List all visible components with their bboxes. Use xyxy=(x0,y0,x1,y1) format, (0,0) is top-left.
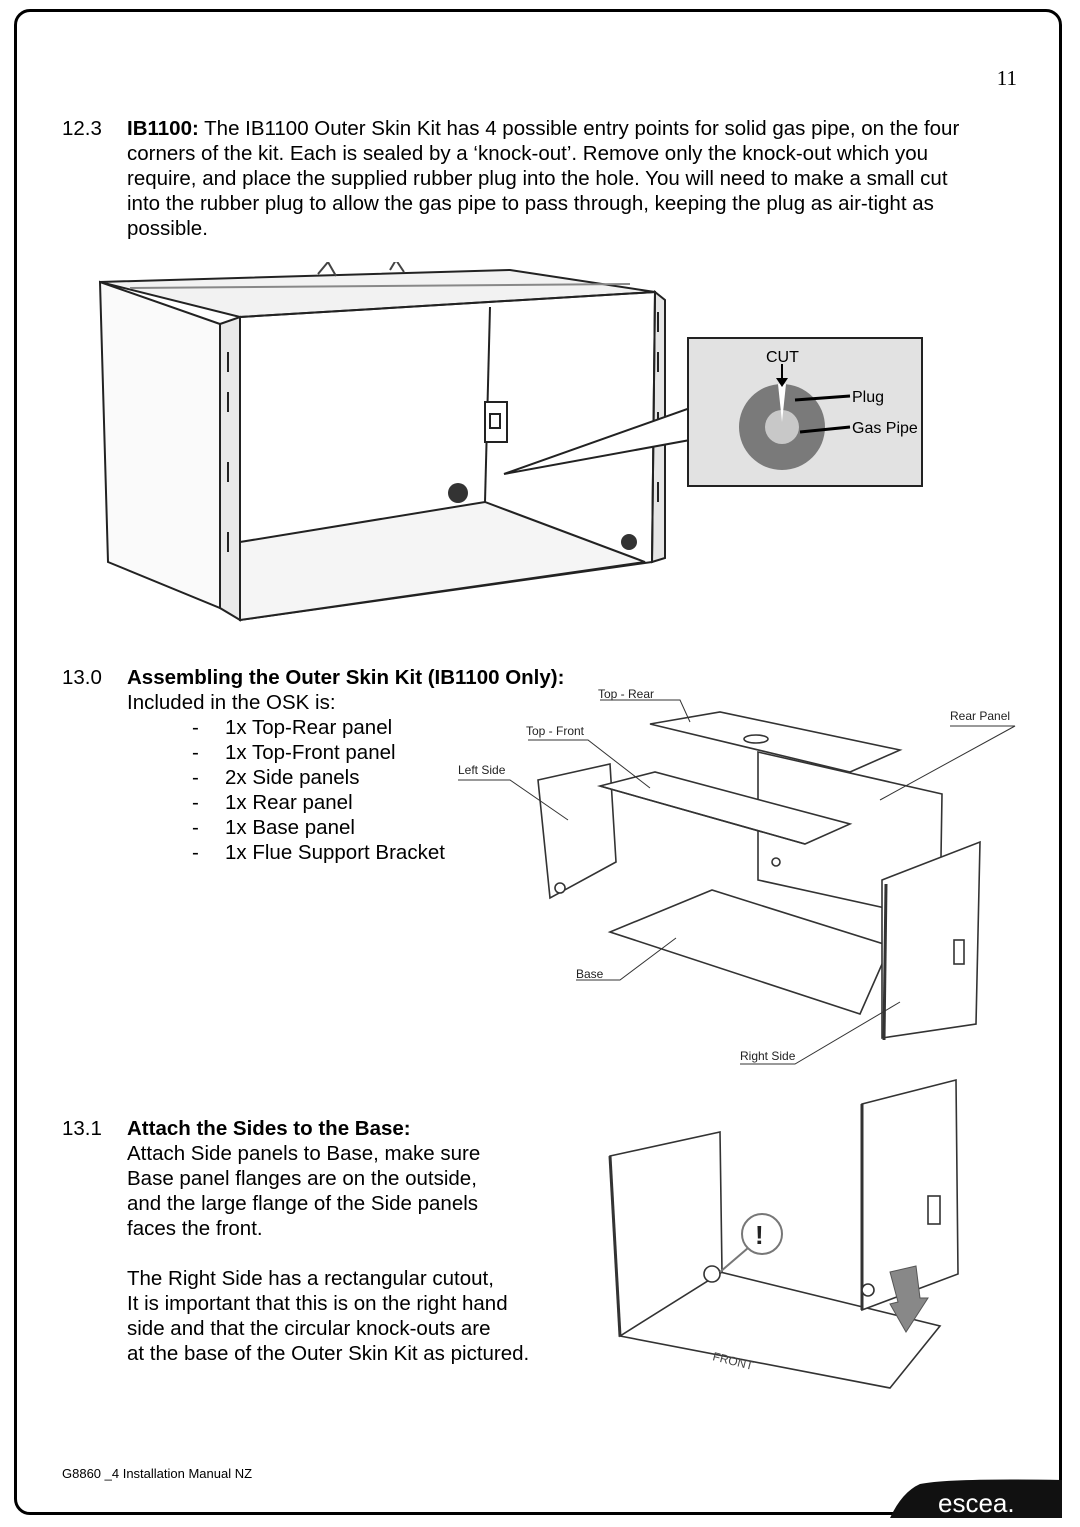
right-side-panel xyxy=(881,840,981,1039)
footer-manual-title: G8860 _4 Installation Manual NZ xyxy=(62,1466,253,1481)
base-panel xyxy=(607,889,892,1015)
section-heading: Assembling the Outer Skin Kit (IB1100 On… xyxy=(127,666,565,689)
list-item: -2x Side panels xyxy=(192,766,360,789)
list-intro: Included in the OSK is: xyxy=(127,691,336,714)
section-number: 12.3 xyxy=(62,117,102,140)
label-top-front: Top - Front xyxy=(526,724,585,738)
para-line: at the base of the Outer Skin Kit as pic… xyxy=(127,1342,530,1365)
para-line: require, and place the supplied rubber p… xyxy=(127,167,948,190)
arrow-down-icon xyxy=(889,1265,929,1333)
list-item: -1x Rear panel xyxy=(192,791,353,814)
brand-logo: escea. xyxy=(890,1479,1062,1518)
para-line: Attach Side panels to Base, make sure xyxy=(127,1142,481,1165)
exploded-kit-diagram: Top - Rear Top - Front Rear Panel Left S… xyxy=(458,687,1016,1065)
left-side-panel xyxy=(537,763,617,900)
outer-skin-kit-illustration: CUT Plug Gas Pipe xyxy=(98,262,923,622)
para-line: side and that the circular knock-outs ar… xyxy=(127,1317,491,1340)
brand-name: escea. xyxy=(938,1488,1015,1518)
label-gas-pipe: Gas Pipe xyxy=(852,420,918,437)
sides-to-base-diagram: ! FRONT xyxy=(608,1078,959,1389)
list-item: -1x Base panel xyxy=(192,816,355,839)
arrow-down-icon xyxy=(776,378,788,387)
list-item: -1x Top-Front panel xyxy=(192,741,396,764)
gas-pipe-icon xyxy=(765,410,799,444)
osk-contents-list: -1x Top-Rear panel -1x Top-Front panel -… xyxy=(192,715,445,865)
knockout-icon xyxy=(621,534,637,550)
label-rear-panel: Rear Panel xyxy=(950,709,1010,723)
para-line: The IB1100 Outer Skin Kit has 4 possible… xyxy=(204,117,960,140)
section-heading: Attach the Sides to the Base: xyxy=(127,1117,411,1140)
para-line: Base panel flanges are on the outside, xyxy=(127,1167,477,1190)
top-rear-panel xyxy=(649,711,903,773)
warning-label: ! xyxy=(755,1220,764,1250)
knockout-icon xyxy=(448,483,468,503)
para-line: into the rubber plug to allow the gas pi… xyxy=(127,192,934,215)
label-plug: Plug xyxy=(852,389,884,406)
section-heading: IB1100: xyxy=(127,117,199,140)
para-line: and the large flange of the Side panels xyxy=(127,1192,479,1215)
label-cut: CUT xyxy=(766,349,799,366)
label-left-side: Left Side xyxy=(458,763,506,777)
section-number: 13.1 xyxy=(62,1117,102,1140)
para-line: It is important that this is on the righ… xyxy=(127,1292,508,1315)
para-line: possible. xyxy=(127,217,208,240)
para-line: corners of the kit. Each is sealed by a … xyxy=(127,142,929,165)
para-line: The Right Side has a rectangular cutout, xyxy=(127,1267,494,1290)
list-item: -1x Flue Support Bracket xyxy=(192,841,445,864)
para-line: faces the front. xyxy=(127,1217,263,1240)
label-right-side: Right Side xyxy=(740,1049,796,1063)
label-base: Base xyxy=(576,967,604,981)
page-border xyxy=(14,9,1062,1515)
page-number: 11 xyxy=(996,66,1017,90)
warning-icon xyxy=(741,1213,783,1255)
label-top-rear: Top - Rear xyxy=(598,687,654,701)
section-number: 13.0 xyxy=(62,666,102,689)
list-item: -1x Top-Rear panel xyxy=(192,716,393,739)
